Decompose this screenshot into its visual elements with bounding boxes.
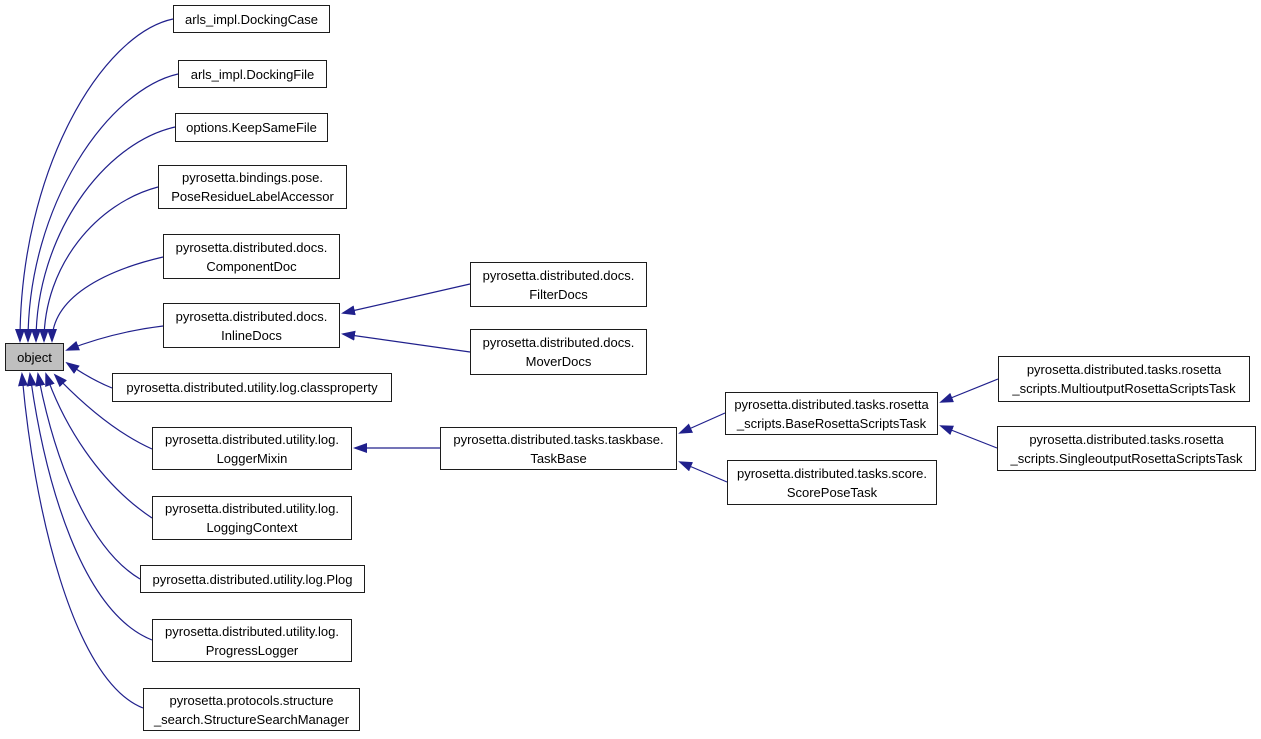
inheritance-edge-inline-docs-to-object bbox=[65, 325, 164, 351]
class-node-docking-file[interactable]: arls_impl.DockingFile bbox=[178, 60, 327, 88]
class-node-label-line: pyrosetta.distributed.tasks.rosetta bbox=[734, 396, 929, 412]
inheritance-edge-mover-docs-to-inline-docs bbox=[341, 330, 471, 353]
inheritance-edge-score-pose-task-to-task-base bbox=[678, 461, 728, 483]
class-node-label-line: pyrosetta.distributed.docs. bbox=[175, 308, 328, 324]
class-node-label-line: ScorePoseTask bbox=[786, 484, 878, 500]
class-node-label-line: ComponentDoc bbox=[206, 258, 297, 274]
class-node-label-line: pyrosetta.distributed.tasks.taskbase. bbox=[453, 431, 664, 447]
class-node-label-line: pyrosetta.bindings.pose. bbox=[182, 170, 323, 185]
inheritance-edge-docking-file-to-object bbox=[23, 73, 179, 343]
class-node-base-rosetta-scripts-task[interactable]: pyrosetta.distributed.tasks.rosetta _scri… bbox=[725, 392, 938, 435]
inheritance-edge-logging-context-to-object bbox=[45, 372, 153, 519]
class-node-label-line: object bbox=[17, 349, 52, 365]
class-node-label-line: pyrosetta.distributed.utility.log.classp… bbox=[126, 380, 378, 395]
class-node-label-line: ProgressLogger bbox=[205, 642, 299, 658]
class-node-multioutput-rosetta-scripts-task[interactable]: pyrosetta.distributed.tasks.rosetta _scri… bbox=[998, 356, 1250, 402]
class-node-component-doc[interactable]: pyrosetta.distributed.docs. ComponentDoc bbox=[163, 234, 340, 279]
class-node-docking-case[interactable]: arls_impl.DockingCase bbox=[173, 5, 330, 33]
class-node-label-line: pyrosetta.distributed.utility.log. bbox=[165, 623, 339, 639]
class-node-label-line: MoverDocs bbox=[525, 354, 592, 369]
inheritance-edge-filter-docs-to-inline-docs bbox=[341, 283, 471, 316]
class-node-label-line: pyrosetta.distributed.tasks.rosetta bbox=[1026, 362, 1222, 377]
class-node-label-line: _scripts.BaseRosettaScriptsTask bbox=[736, 415, 927, 431]
inheritance-edge-logger-mixin-to-object bbox=[53, 373, 153, 450]
class-node-label-line: pyrosetta.distributed.tasks.score. bbox=[736, 465, 928, 481]
class-node-plog[interactable]: pyrosetta.distributed.utility.log.Plog bbox=[140, 565, 365, 593]
inheritance-edge-multioutput-rosetta-scripts-task-to-base-rosetta-scripts-task bbox=[939, 378, 999, 403]
class-node-pose-residue-label-accessor[interactable]: pyrosetta.bindings.pose. PoseResidueLabel… bbox=[158, 165, 347, 209]
class-node-label-line: pyrosetta.distributed.docs. bbox=[482, 267, 635, 283]
inheritance-edge-structure-search-manager-to-object bbox=[18, 372, 144, 709]
class-node-label-line: pyrosetta.protocols.structure bbox=[169, 692, 334, 708]
inheritance-edge-component-doc-to-object bbox=[47, 256, 164, 343]
class-node-classproperty[interactable]: pyrosetta.distributed.utility.log.classp… bbox=[112, 373, 392, 402]
class-node-filter-docs[interactable]: pyrosetta.distributed.docs. FilterDocs bbox=[470, 262, 647, 307]
inheritance-edge-progress-logger-to-object bbox=[26, 372, 153, 641]
class-node-inline-docs[interactable]: pyrosetta.distributed.docs. InlineDocs bbox=[163, 303, 340, 348]
class-node-task-base[interactable]: pyrosetta.distributed.tasks.taskbase. Tas… bbox=[440, 427, 677, 470]
class-node-label-line: options.KeepSameFile bbox=[186, 120, 317, 135]
class-node-label-line: pyrosetta.distributed.utility.log. bbox=[165, 431, 339, 447]
class-node-label-line: pyrosetta.distributed.tasks.rosetta bbox=[1029, 431, 1224, 447]
class-node-label-line: PoseResidueLabelAccessor bbox=[171, 189, 334, 204]
class-node-label-line: pyrosetta.distributed.docs. bbox=[482, 335, 635, 350]
inheritance-edge-keep-same-file-to-object bbox=[31, 126, 176, 343]
class-node-keep-same-file[interactable]: options.KeepSameFile bbox=[175, 113, 328, 142]
class-node-logger-mixin[interactable]: pyrosetta.distributed.utility.log. Logger… bbox=[152, 427, 352, 470]
inheritance-edge-pose-residue-label-accessor-to-object bbox=[39, 186, 159, 343]
class-node-label-line: _scripts.SingleoutputRosettaScriptsTask bbox=[1010, 450, 1243, 466]
class-node-label-line: LoggerMixin bbox=[216, 450, 288, 466]
class-node-label-line: pyrosetta.distributed.utility.log.Plog bbox=[152, 571, 353, 587]
inheritance-edge-docking-case-to-object bbox=[15, 18, 174, 343]
class-node-label-line: _search.StructureSearchManager bbox=[153, 711, 350, 727]
class-node-label-line: LoggingContext bbox=[206, 520, 298, 535]
class-node-mover-docs[interactable]: pyrosetta.distributed.docs. MoverDocs bbox=[470, 329, 647, 375]
class-node-label-line: arls_impl.DockingCase bbox=[185, 11, 318, 27]
class-node-label-line: TaskBase bbox=[530, 450, 587, 466]
class-node-label-line: _scripts.MultioutputRosettaScriptsTask bbox=[1012, 381, 1236, 396]
class-node-structure-search-manager[interactable]: pyrosetta.protocols.structure _search.Str… bbox=[143, 688, 360, 731]
class-node-label-line: FilterDocs bbox=[529, 286, 588, 302]
class-node-label-line: pyrosetta.distributed.utility.log. bbox=[165, 501, 339, 516]
class-node-label-line: arls_impl.DockingFile bbox=[190, 66, 315, 82]
inheritance-edge-plog-to-object bbox=[35, 372, 141, 580]
class-node-score-pose-task[interactable]: pyrosetta.distributed.tasks.score. ScoreP… bbox=[727, 460, 937, 505]
class-node-label-line: InlineDocs bbox=[221, 327, 282, 343]
inheritance-edge-classproperty-to-object bbox=[65, 361, 113, 389]
class-node-progress-logger[interactable]: pyrosetta.distributed.utility.log. Progre… bbox=[152, 619, 352, 662]
class-node-logging-context[interactable]: pyrosetta.distributed.utility.log. Loggin… bbox=[152, 496, 352, 540]
class-node-object: object bbox=[5, 343, 64, 371]
inheritance-edge-singleoutput-rosetta-scripts-task-to-base-rosetta-scripts-task bbox=[939, 425, 998, 449]
inheritance-edge-base-rosetta-scripts-task-to-task-base bbox=[678, 412, 726, 434]
class-node-label-line: pyrosetta.distributed.docs. bbox=[175, 239, 328, 255]
class-node-singleoutput-rosetta-scripts-task[interactable]: pyrosetta.distributed.tasks.rosetta _scri… bbox=[997, 426, 1256, 471]
